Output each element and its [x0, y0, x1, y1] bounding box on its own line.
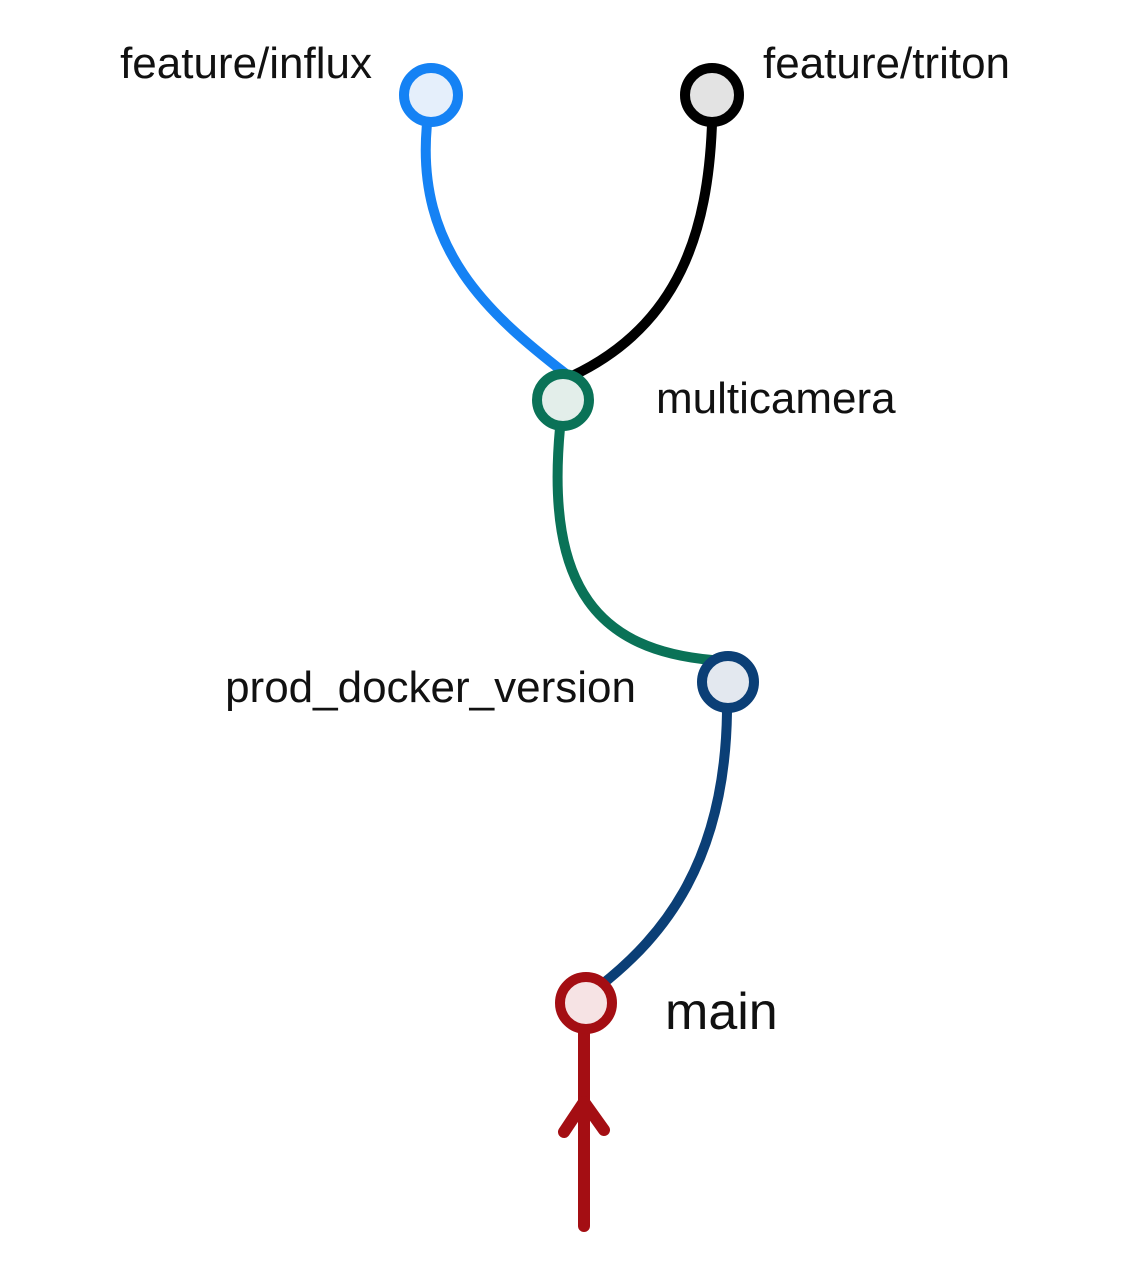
- entry-arrow: [558, 1026, 610, 1232]
- label-main: main: [665, 983, 778, 1041]
- edge-prod-docker-version-to-multicamera: [552, 423, 717, 665]
- label-feature-triton: feature/triton: [763, 39, 1010, 88]
- node-prod-docker-version: [697, 651, 759, 713]
- edge-multicamera-to-feature-influx: [420, 119, 571, 379]
- node-main: [555, 972, 617, 1034]
- edge-main-to-prod-docker-version: [595, 707, 732, 991]
- label-feature-influx: feature/influx: [120, 39, 372, 88]
- node-feature-triton: [680, 63, 744, 127]
- node-multicamera: [532, 369, 594, 431]
- edge-multicamera-to-feature-triton: [567, 119, 717, 381]
- node-feature-influx: [399, 63, 463, 127]
- label-multicamera: multicamera: [656, 374, 896, 423]
- entry-arrow-head: [558, 1096, 610, 1138]
- label-prod-docker-version: prod_docker_version: [225, 663, 636, 712]
